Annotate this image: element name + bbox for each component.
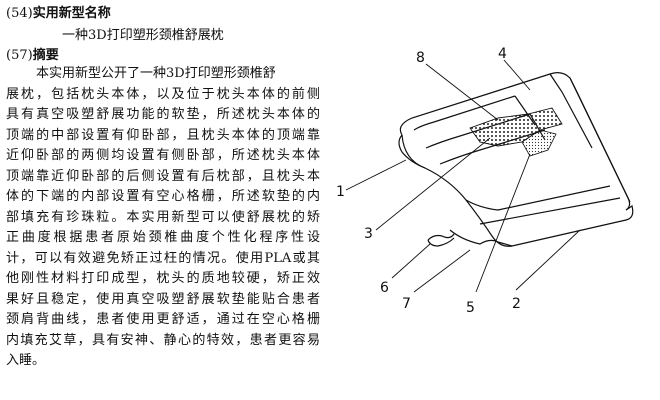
abstract-line: 果好且稳定，使用真空吸塑舒展软垫能贴合患者 [6,291,320,307]
abstract-line: 颈肩背曲线，患者使用更舒适，通过在空心格栅 [6,312,320,327]
abstract-line: 本实用新型公开了一种3D打印塑形颈椎舒 [36,66,276,81]
label-8: 8 [416,50,425,66]
label-5: 5 [466,300,475,316]
section-54-number: (54) [6,6,33,21]
section-57-heading: (57)摘要 [6,44,59,63]
label-7: 7 [402,296,411,312]
part-labels: 1 2 3 4 5 6 7 8 [336,46,521,316]
abstract-line: 内填充艾草，具有安神、静心的特效，患者更容易 [6,332,320,348]
section-54-title: 实用新型名称 [32,6,111,21]
soft-pad [469,107,563,157]
utility-model-name: 一种3D打印塑形颈椎舒展枕 [62,28,224,43]
abstract-line: 顶端的中部设置有仰卧部，且枕头本体的顶端靠 [6,127,320,143]
label-2: 2 [512,296,521,312]
pillow-figure: 1 2 3 4 5 6 7 8 [336,46,634,316]
label-4: 4 [498,46,507,62]
pillow-body [398,72,634,247]
section-57-title: 摘要 [32,48,59,63]
abstract-text: 本实用新型公开了一种3D打印塑形颈椎舒 展枕，包括枕头本体，以及位于枕头本体的前… [6,64,320,372]
abstract-line: 近仰卧部的两侧均设置有侧卧部，所述枕头本体 [6,148,320,163]
abstract-line: 计，可以有效避免矫正过枉的情况。使用PLA或其 [6,250,320,266]
label-1: 1 [336,184,345,200]
leader-lines [345,59,581,293]
label-6: 6 [380,280,389,296]
abstract-line: 部填充有珍珠粒。本实用新型可以使舒展枕的矫 [6,209,320,225]
text-column: (54)实用新型名称 一种3D打印塑形颈椎舒展枕 (57)摘要 本实用新型公开了… [0,0,320,400]
section-54-heading: (54)实用新型名称 [6,2,111,21]
abstract-line: 展枕，包括枕头本体，以及位于枕头本体的前侧 [6,86,320,102]
abstract-line: 他刚性材料打印成型，枕头的质地较硬，矫正效 [6,271,320,286]
label-3: 3 [364,226,373,242]
abstract-line: 体的下端的内部设置有空心格栅，所述软垫的内 [6,189,320,204]
abstract-line: 具有真空吸塑舒展功能的软垫，所述枕头本体的 [6,107,320,122]
abstract-line: 顶端靠近仰卧部的后侧设置有后枕部，且枕头本 [6,168,320,184]
abstract-line: 正曲度根据患者原始颈椎曲度个性化程序性设 [6,230,320,245]
abstract-line: 入睡。 [6,353,46,368]
section-57-number: (57) [6,48,33,63]
